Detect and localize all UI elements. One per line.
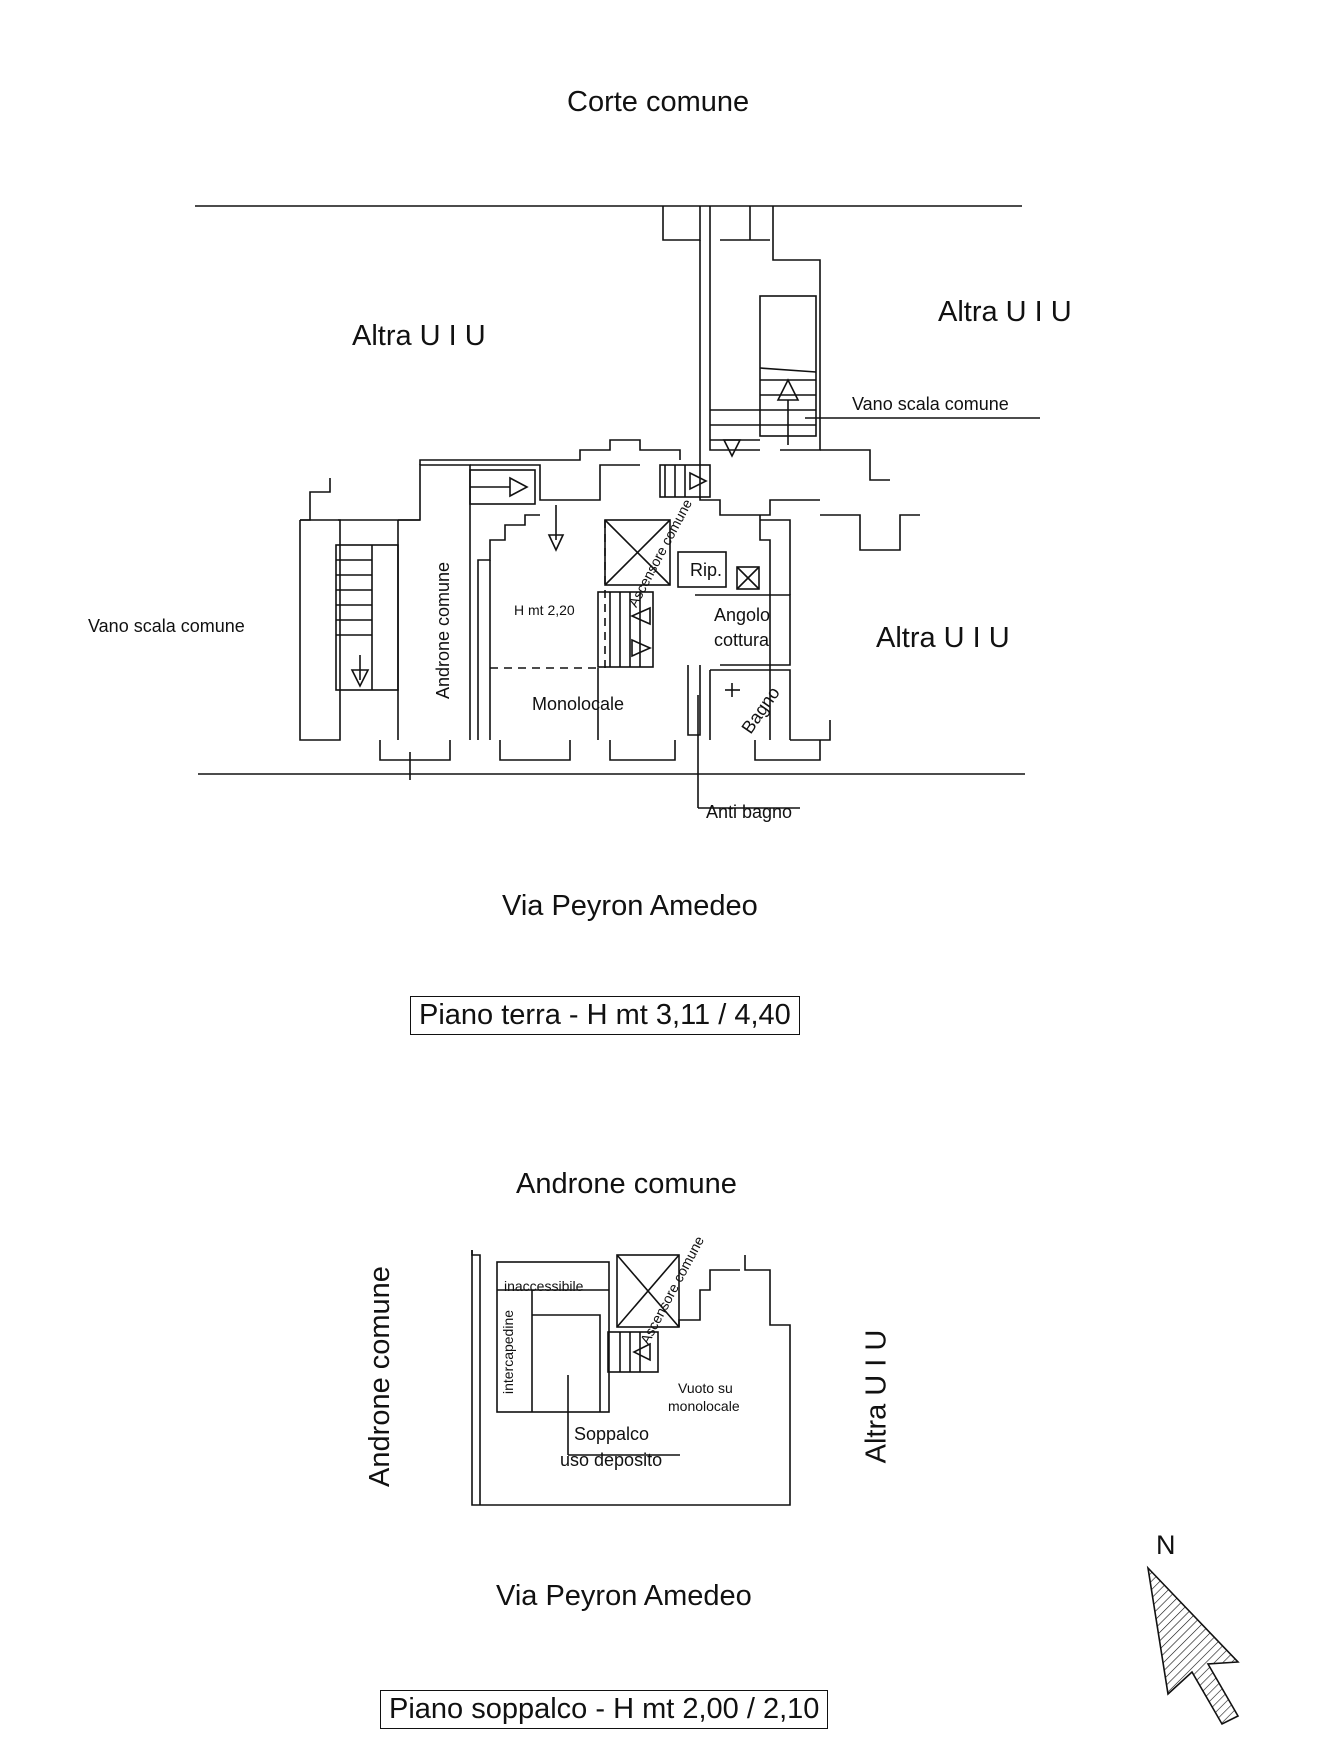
stair-left-label: Vano scala comune	[88, 616, 245, 636]
left-unit-label: Altra U I U	[352, 320, 486, 352]
mezzanine-caption: Piano soppalco - H mt 2,00 / 2,10	[380, 1690, 829, 1729]
loft-line1-label: Soppalco	[574, 1424, 650, 1444]
androne-corridor	[379, 464, 640, 780]
mezz-top-androne-label: Androne comune	[516, 1168, 737, 1200]
corte-comune-label: Corte comune	[567, 86, 750, 118]
stair-right-label: Vano scala comune	[852, 394, 1009, 414]
north-label: N	[1156, 1530, 1176, 1560]
height-note-label: H mt 2,20	[514, 602, 575, 618]
mezzanine-plan	[471, 1250, 791, 1506]
kitchen-line1-label: Angolo	[714, 605, 771, 625]
street-label-ground: Via Peyron Amedeo	[502, 890, 758, 922]
antibagno-label: Anti bagno	[706, 802, 793, 822]
void-line1-label: Vuoto su	[678, 1380, 733, 1396]
kitchen-line2-label: cottura	[714, 630, 770, 650]
monolocale-label: Monolocale	[532, 694, 625, 714]
mezz-left-androne-label: Androne comune	[363, 1266, 396, 1487]
loft-line2-label: uso deposito	[560, 1450, 663, 1470]
central-stair-tower	[419, 206, 1040, 740]
void-line2-label: monolocale	[668, 1398, 740, 1414]
north-arrow-icon	[1146, 1565, 1240, 1726]
right-unit-label: Altra U I U	[876, 622, 1010, 654]
mezz-right-unit-label: Altra U I U	[860, 1329, 893, 1464]
storage-label: Rip.	[690, 560, 723, 580]
top-right-unit-label: Altra U I U	[938, 296, 1072, 328]
unit-walls	[477, 505, 831, 809]
cavity-label: intercapedine	[500, 1309, 517, 1395]
inaccessible-label: inaccessibile	[504, 1278, 584, 1294]
street-label-mezzanine: Via Peyron Amedeo	[496, 1580, 752, 1612]
ground-floor-caption: Piano terra - H mt 3,11 / 4,40	[410, 996, 800, 1035]
left-stair-block	[299, 478, 420, 741]
androne-comune-label: Androne comune	[433, 561, 454, 700]
